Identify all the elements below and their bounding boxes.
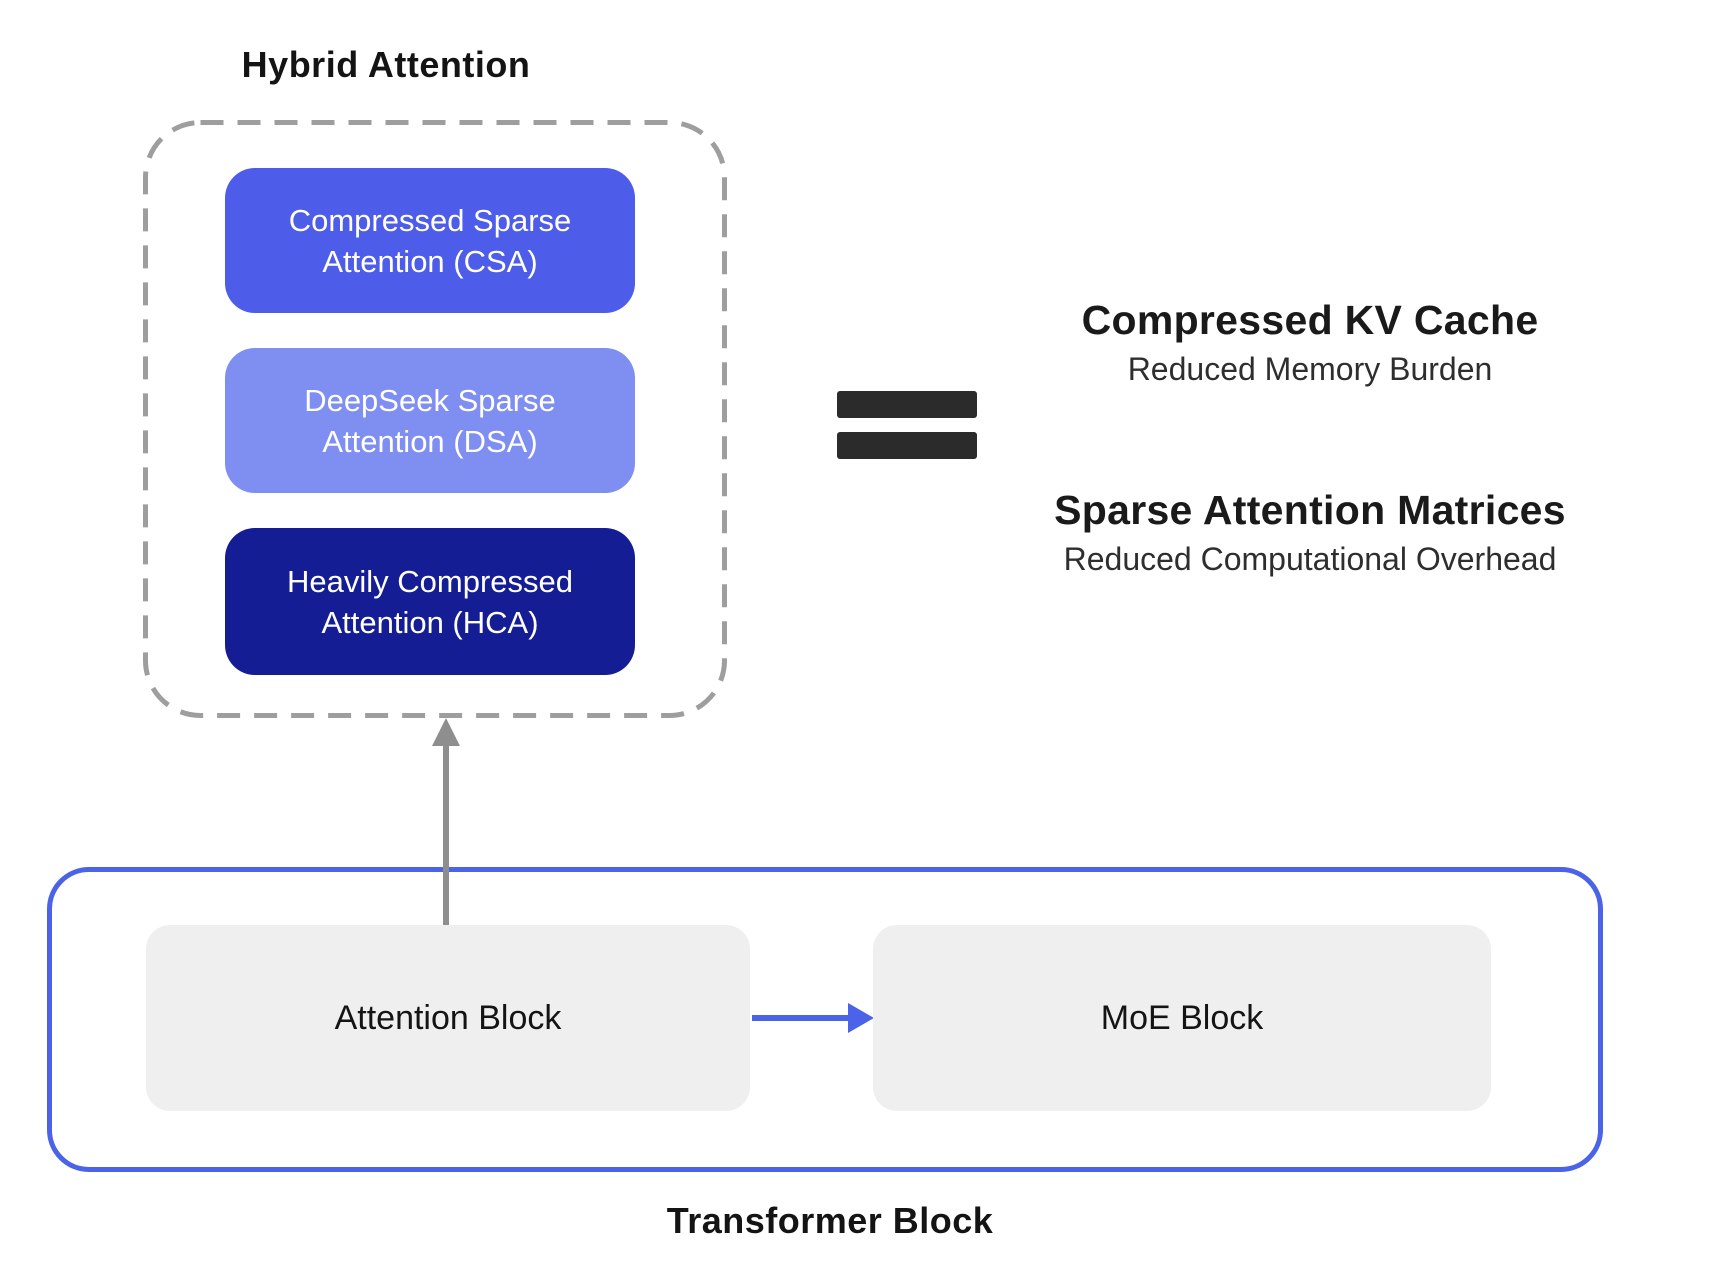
outcome-sparse-matrices-title: Sparse Attention Matrices [1054, 487, 1566, 533]
moe-block-label: MoE Block [1100, 998, 1264, 1037]
transformer-block-container [47, 867, 1603, 1172]
outcome-kv-cache-subtitle: Reduced Memory Burden [1127, 351, 1493, 387]
csa-box-label-line1: Compressed Sparse [288, 202, 572, 238]
hca-box-label-line1: Heavily Compressed [287, 563, 573, 599]
attention-to-hybrid-arrow [432, 718, 460, 925]
hybrid-attention-title: Hybrid Attention [241, 44, 531, 85]
hybrid-attention-dashed-container [143, 120, 727, 718]
equals-bar-top [837, 391, 977, 418]
attention-to-moe-arrow [752, 1003, 874, 1033]
dsa-box-label-line1: DeepSeek Sparse [304, 382, 556, 418]
dsa-box-label-line2: Attention (DSA) [322, 423, 538, 459]
attention-block: Attention Block [146, 925, 750, 1111]
equals-bar-bottom [837, 432, 977, 459]
outcome-kv-cache: Compressed KV Cache Reduced Memory Burde… [1010, 297, 1610, 388]
moe-block: MoE Block [873, 925, 1491, 1111]
outcome-sparse-matrices: Sparse Attention Matrices Reduced Comput… [1010, 487, 1610, 578]
csa-box-label-line2: Attention (CSA) [322, 243, 538, 279]
attention-block-label: Attention Block [334, 998, 562, 1037]
hca-box-label-line2: Attention (HCA) [321, 604, 539, 640]
csa-box: Compressed Sparse Attention (CSA) [225, 168, 635, 313]
hca-box: Heavily Compressed Attention (HCA) [225, 528, 635, 675]
outcome-sparse-matrices-subtitle: Reduced Computational Overhead [1063, 541, 1557, 577]
transformer-block-caption: Transformer Block [666, 1200, 994, 1241]
outcome-kv-cache-title: Compressed KV Cache [1081, 297, 1539, 343]
dsa-box: DeepSeek Sparse Attention (DSA) [225, 348, 635, 493]
